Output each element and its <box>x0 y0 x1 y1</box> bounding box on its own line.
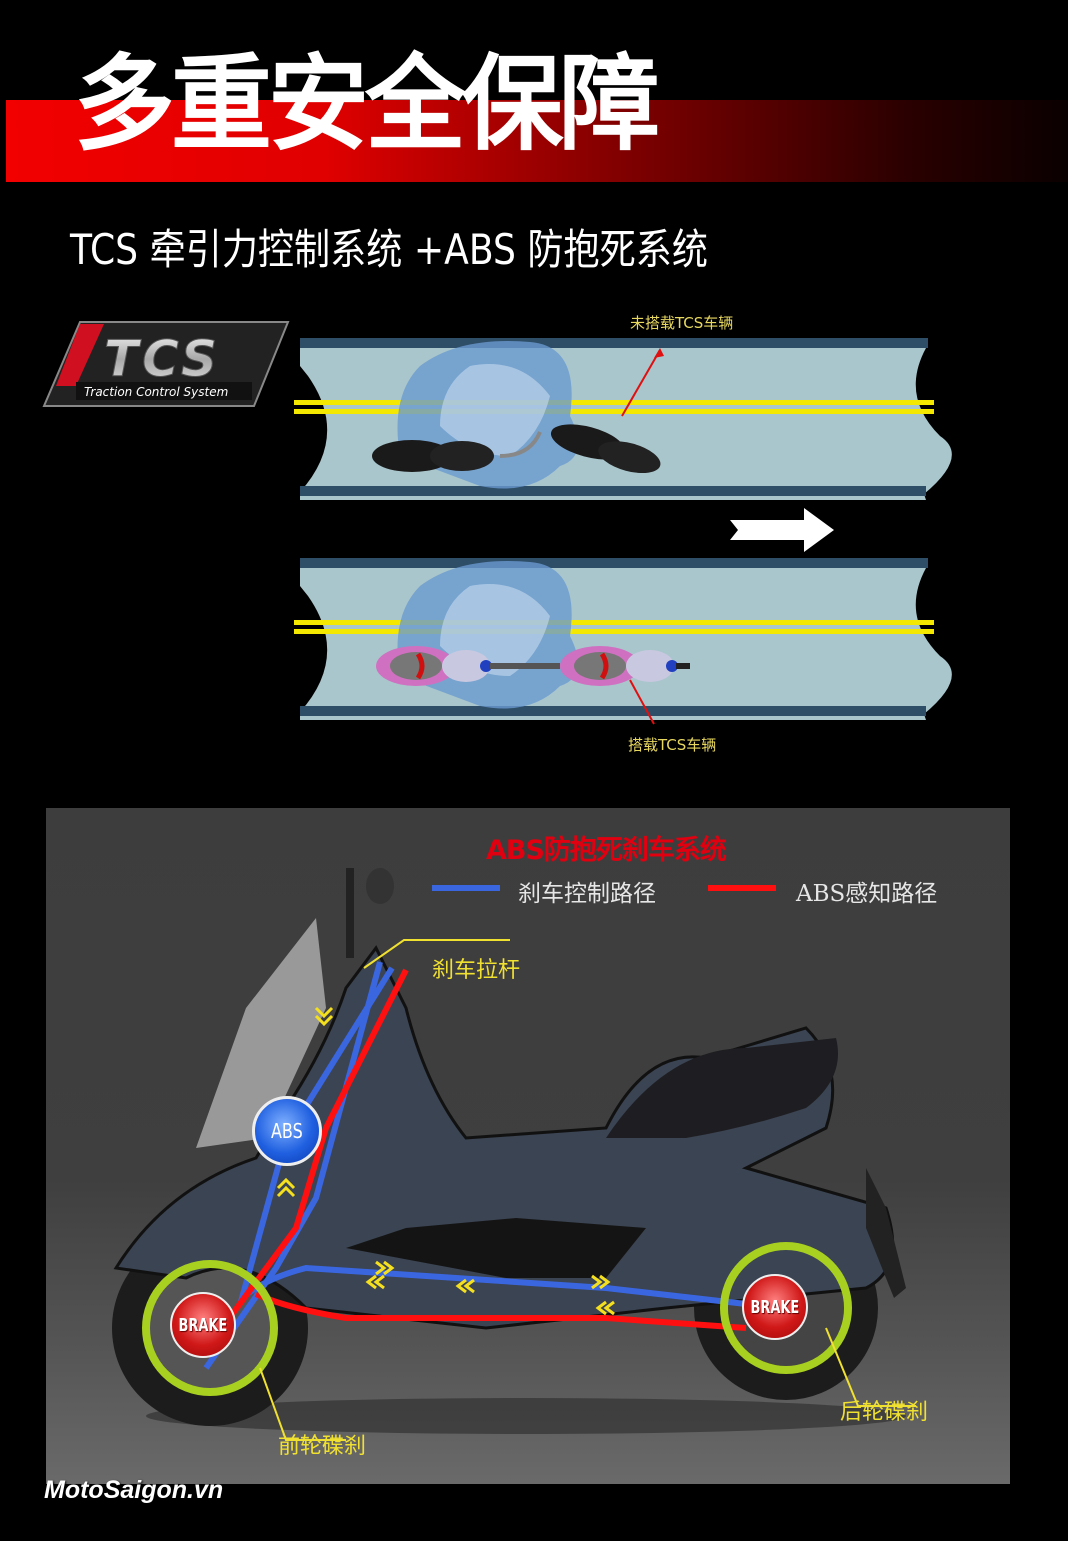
label-with-tcs: 搭载TCS车辆 <box>628 736 717 754</box>
watermark: MotoSaigon.vn <box>44 1476 224 1504</box>
callout-front-disc-brake: 前轮碟刹 <box>278 1434 367 1459</box>
legend-swatch-red <box>708 885 776 891</box>
abs-diagram-title: ABS防抱死刹车系统 <box>486 835 727 866</box>
pointer-arrow-icon <box>621 349 661 417</box>
tcs-logo-badge: TCS Traction Control System <box>42 320 290 408</box>
front-disc-ring <box>142 1260 278 1396</box>
legend-label-brake-control: 刹车控制路径 <box>518 881 656 907</box>
page-title: 多重安全保障 <box>74 43 660 165</box>
callout-brake-lever: 刹车拉杆 <box>432 958 521 983</box>
road-with-tcs <box>290 556 970 726</box>
tcs-logo-icon: TCS Traction Control System <box>42 321 290 407</box>
callout-rear-disc-brake: 后轮碟刹 <box>840 1400 929 1425</box>
scooter-topview-icon <box>560 646 690 686</box>
front-brake-badge: BRAKE <box>170 1292 236 1358</box>
page-subtitle: TCS 牵引力控制系统 +ABS 防抱死系统 <box>70 225 709 274</box>
svg-text:TCS: TCS <box>104 330 221 388</box>
legend-swatch-blue <box>432 885 500 891</box>
front-brake-label: BRAKE <box>178 1314 228 1336</box>
header-red-band <box>6 100 1068 182</box>
svg-text:Traction Control System: Traction Control System <box>84 385 228 399</box>
scooter-topview-icon <box>376 646 560 686</box>
abs-module-badge: ABS <box>252 1096 322 1166</box>
abs-module-label: ABS <box>271 1119 303 1143</box>
scooter-illustration <box>112 868 916 1441</box>
road-without-tcs <box>290 336 970 506</box>
abs-diagram-panel: ABS防抱死刹车系统 刹车控制路径 ABS感知路径 <box>46 808 1010 1484</box>
legend-label-abs-sensing: ABS感知路径 <box>796 881 938 907</box>
pointer-arrow-icon <box>629 679 655 725</box>
rear-disc-ring <box>720 1242 852 1374</box>
rear-brake-label: BRAKE <box>750 1296 800 1318</box>
rear-brake-badge: BRAKE <box>742 1274 808 1340</box>
right-arrow-icon <box>730 506 836 554</box>
label-without-tcs: 未搭载TCS车辆 <box>630 314 734 332</box>
